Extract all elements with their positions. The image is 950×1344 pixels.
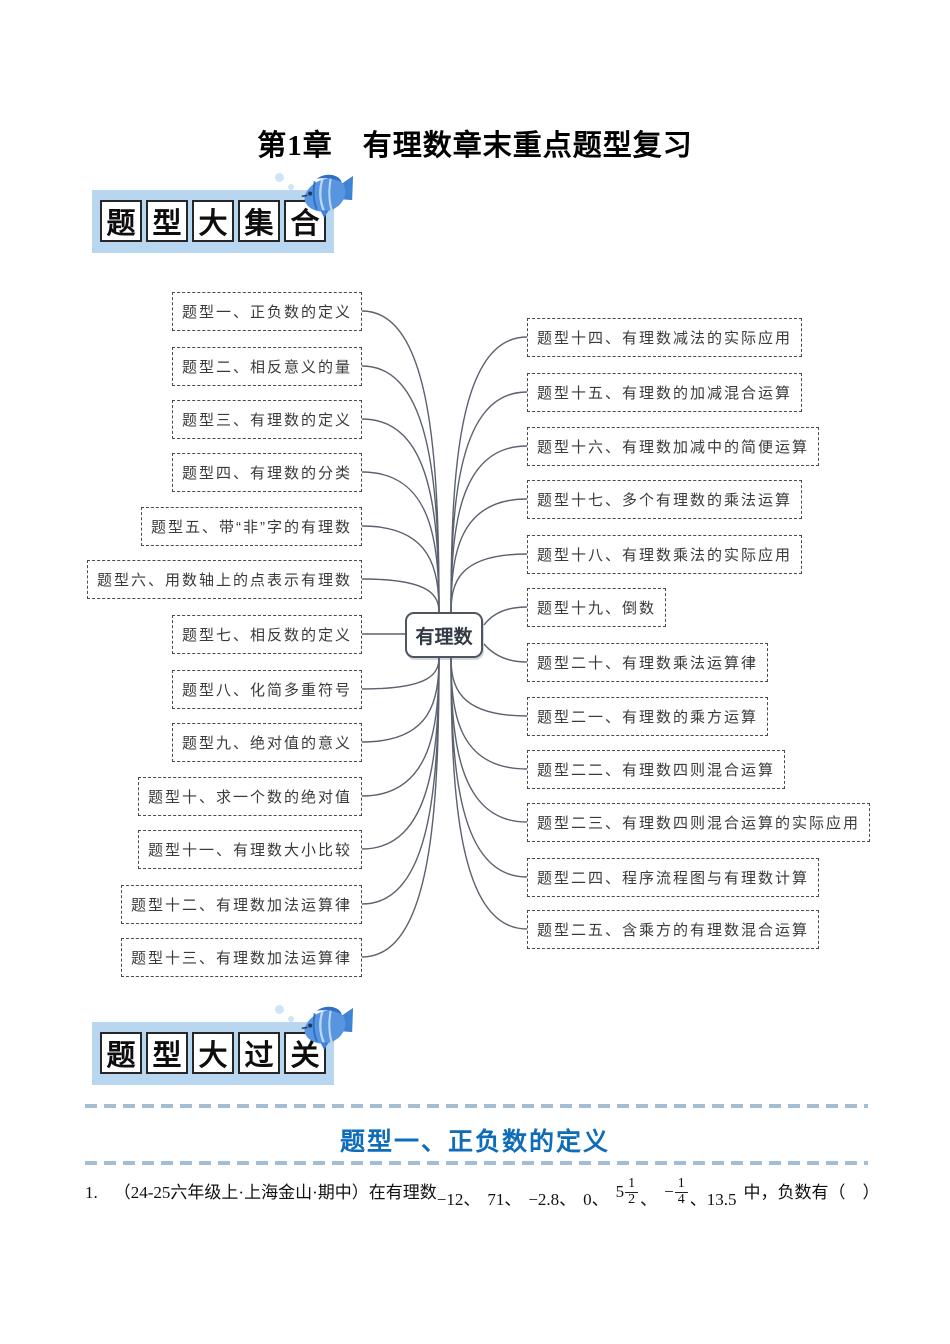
dashed-divider: [85, 1161, 868, 1165]
mindmap-topic-24: 题型二四、程序流程图与有理数计算: [527, 858, 820, 897]
math-item: 0、: [583, 1190, 609, 1209]
math-separator: 、: [640, 1190, 658, 1209]
question-source-and-lead: （24-25六年级上·上海金山·期中）在有理数: [113, 1183, 437, 1202]
mindmap-topic-22: 题型二二、有理数四则混合运算: [527, 750, 786, 789]
question-number: 1.: [85, 1183, 98, 1202]
bubble-icon: [275, 1005, 284, 1014]
math-item: 、13.5: [689, 1190, 737, 1209]
mindmap-topic-14: 题型十四、有理数减法的实际应用: [527, 318, 803, 357]
badge-char: 大: [192, 200, 234, 242]
fish-icon: [301, 174, 354, 218]
mindmap-topic-20: 题型二十、有理数乘法运算律: [527, 643, 769, 682]
page-title: 第1章 有理数章末重点题型复习: [257, 130, 693, 162]
mindmap-topic-16: 题型十六、有理数加减中的简便运算: [527, 427, 820, 466]
mindmap-topic-4: 题型四、有理数的分类: [171, 453, 362, 492]
mindmap-topic-5: 题型五、带“非”字的有理数: [141, 507, 362, 546]
bubble-icon: [288, 184, 294, 190]
fraction-numerator: 1: [674, 1176, 688, 1193]
bubble-icon: [288, 1016, 294, 1022]
badge-char: 过: [238, 1032, 280, 1074]
mindmap-topic-9: 题型九、绝对值的意义: [171, 723, 362, 762]
mixed-whole: 5: [615, 1182, 625, 1201]
mindmap-topic-10: 题型十、求一个数的绝对值: [137, 777, 362, 816]
mindmap-topic-15: 题型十五、有理数的加减混合运算: [527, 373, 803, 412]
dashed-divider: [85, 1104, 868, 1108]
mindmap-topic-11: 题型十一、有理数大小比较: [137, 830, 362, 869]
fraction-denominator: 2: [628, 1191, 636, 1207]
section-title: 题型一、正负数的定义: [339, 1128, 610, 1156]
badge-char: 大: [192, 1032, 234, 1074]
fish-icon: [301, 1006, 354, 1050]
math-item: −2.8、: [528, 1190, 577, 1209]
badge-char: 题: [100, 1032, 142, 1074]
badge-char: 型: [146, 200, 188, 242]
badge-char: 关: [284, 1032, 326, 1074]
badge-cells: 题 型 大 过 关: [100, 1032, 326, 1074]
mindmap-topic-21: 题型二一、有理数的乘方运算: [527, 697, 769, 736]
mindmap-topic-25: 题型二五、含乘方的有理数混合运算: [527, 910, 820, 949]
math-item: 71、: [487, 1190, 522, 1209]
mindmap-topic-17: 题型十七、多个有理数的乘法运算: [527, 480, 803, 519]
mindmap-topic-3: 题型三、有理数的定义: [171, 400, 362, 439]
mindmap-topic-23: 题型二三、有理数四则混合运算的实际应用: [527, 803, 871, 842]
bubble-icon: [275, 173, 284, 182]
mindmap-topic-19: 题型十九、倒数: [527, 588, 667, 627]
badge-cells: 题 型 大 集 合: [100, 200, 326, 242]
fraction-numerator: 1: [625, 1176, 639, 1193]
mindmap-topic-1: 题型一、正负数的定义: [171, 292, 362, 331]
badge-char: 型: [146, 1032, 188, 1074]
question-1: 1.（24-25六年级上·上海金山·期中）在有理数−12、71、−2.8、0、5…: [85, 1176, 905, 1210]
minus-sign: −: [664, 1182, 674, 1201]
math-item: −12、: [436, 1190, 481, 1209]
fraction-denominator: 4: [677, 1191, 685, 1207]
mindmap-topic-2: 题型二、相反意义的量: [171, 347, 362, 386]
mindmap-topic-8: 题型八、化简多重符号: [171, 670, 362, 709]
mindmap-topic-12: 题型十二、有理数加法运算律: [120, 885, 362, 924]
mindmap-topic-18: 题型十八、有理数乘法的实际应用: [527, 535, 803, 574]
mindmap-topic-6: 题型六、用数轴上的点表示有理数: [86, 560, 362, 599]
badge-timu-da-jihe: 题 型 大 集 合: [92, 173, 354, 253]
mindmap-root-node: 有理数: [405, 612, 483, 658]
badge-char: 题: [100, 200, 142, 242]
mindmap-topic-13: 题型十三、有理数加法运算律: [120, 938, 362, 977]
badge-char: 集: [238, 200, 280, 242]
mindmap-topic-7: 题型七、相反数的定义: [171, 615, 362, 654]
question-tail: 中，负数有（ ）: [743, 1183, 880, 1202]
badge-timu-da-guoguan: 题 型 大 过 关: [92, 1005, 354, 1085]
